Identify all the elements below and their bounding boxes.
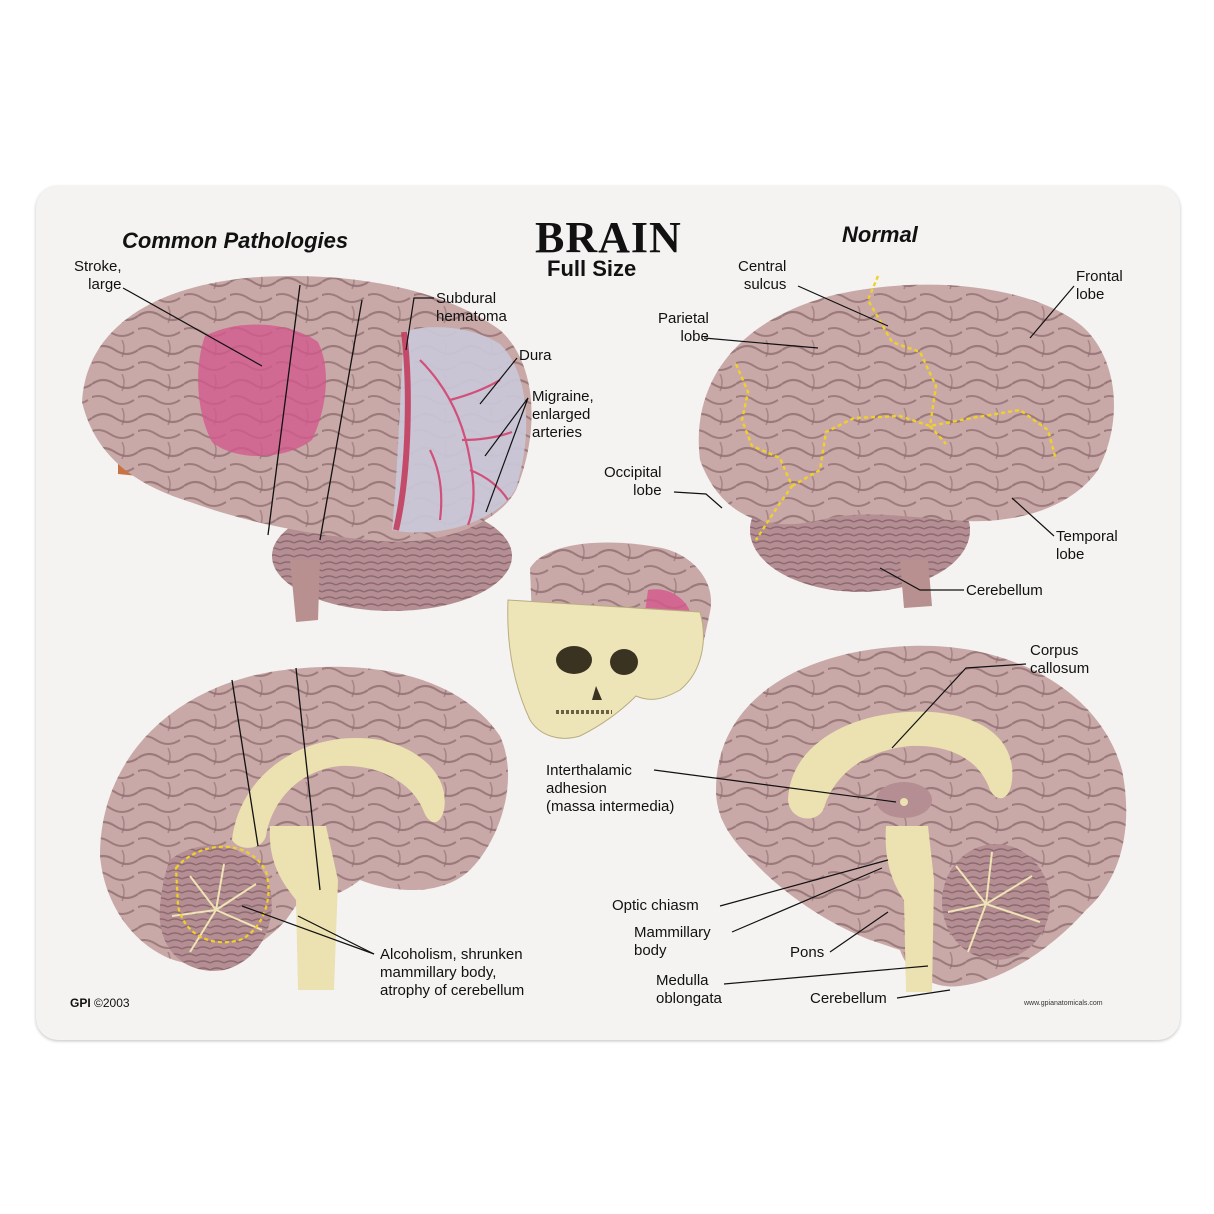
- page-title: BRAIN: [535, 213, 682, 262]
- label-temporal-lobe: Temporal lobe: [1056, 528, 1118, 563]
- normal-lateral-brain: [698, 275, 1114, 608]
- label-optic-chiasm: Optic chiasm: [612, 897, 699, 914]
- label-occipital-lobe: Occipital lobe: [604, 464, 662, 499]
- pathology-lateral-brain: [82, 276, 532, 622]
- label-interthalamic-adhesion: Interthalamic adhesion (massa intermedia…: [546, 762, 675, 815]
- label-dura: Dura: [519, 347, 552, 364]
- label-stroke: Stroke, large: [74, 258, 122, 293]
- section-heading-pathologies: Common Pathologies: [122, 228, 349, 253]
- brand-name: GPI: [70, 996, 91, 1010]
- dura-layer: [392, 327, 527, 533]
- copyright-year: ©2003: [94, 996, 130, 1010]
- label-frontal-lobe: Frontal lobe: [1076, 268, 1123, 303]
- pathology-brainstem: [269, 826, 338, 990]
- copyright: GPI ©2003: [70, 996, 130, 1010]
- leader-lines: [122, 285, 1075, 999]
- label-cerebellum-lateral: Cerebellum: [966, 582, 1043, 599]
- label-alcoholism: Alcoholism, shrunken mammillary body, at…: [380, 946, 525, 999]
- label-cerebellum-sagittal: Cerebellum: [810, 990, 887, 1007]
- page-subtitle: Full Size: [547, 256, 637, 281]
- label-central-sulcus: Central sulcus: [738, 258, 787, 293]
- normal-corpus-callosum: [788, 711, 1013, 819]
- normal-sagittal-brain: [716, 645, 1127, 992]
- label-migraine: Migraine, enlarged arteries: [532, 388, 594, 441]
- enlarged-arteries: [419, 359, 513, 526]
- pathology-sagittal-brain: [100, 666, 509, 990]
- label-parietal-lobe: Parietal lobe: [658, 310, 709, 345]
- lobe-boundaries: [734, 275, 1058, 541]
- label-mammillary-body: Mammillary body: [634, 924, 711, 959]
- label-corpus-callosum: Corpus callosum: [1030, 642, 1090, 677]
- skull-model: [507, 542, 712, 739]
- label-medulla-oblongata: Medulla oblongata: [656, 972, 722, 1007]
- stroke-area: [198, 324, 326, 457]
- normal-brainstem: [885, 826, 934, 992]
- website-url: www.gpianatomicals.com: [1024, 1000, 1103, 1007]
- pathology-corpus-callosum: [232, 737, 445, 848]
- label-subdural-hematoma: Subdural hematoma: [436, 290, 507, 325]
- section-heading-normal: Normal: [842, 222, 918, 247]
- label-pons: Pons: [790, 944, 825, 961]
